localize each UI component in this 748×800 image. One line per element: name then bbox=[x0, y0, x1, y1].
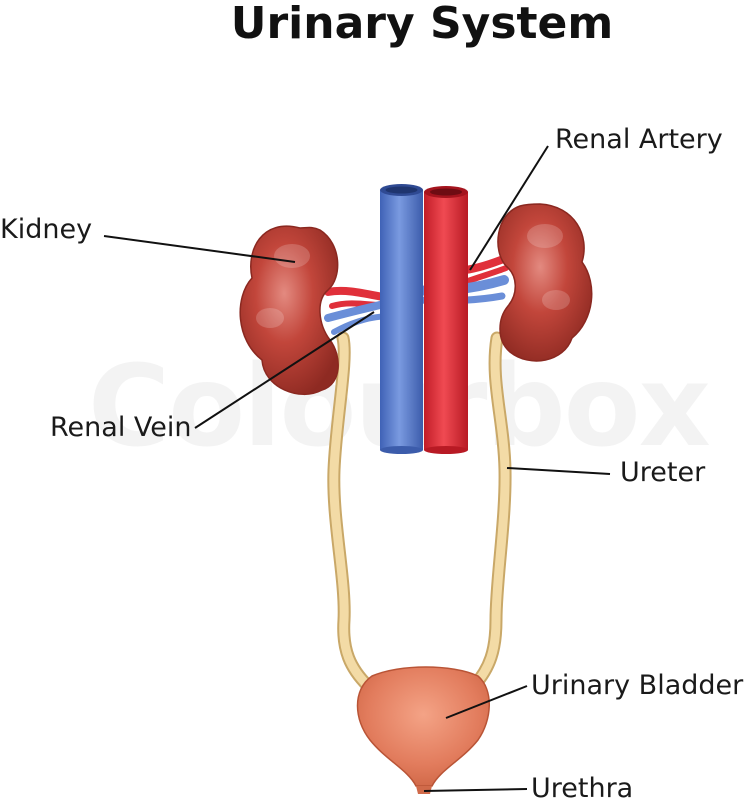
urinary-bladder-leader-line bbox=[445, 685, 528, 719]
label-kidney: Kidney bbox=[0, 214, 92, 245]
urethra-leader-line bbox=[423, 788, 528, 792]
urinary-bladder bbox=[356, 666, 490, 794]
left-ureter-inner bbox=[329, 333, 373, 691]
aorta bbox=[424, 186, 468, 454]
label-renal-vein: Renal Vein bbox=[50, 412, 192, 443]
right-kidney bbox=[497, 203, 593, 362]
ureter-leader-line bbox=[506, 467, 611, 475]
diagram-title: Urinary System bbox=[231, 0, 614, 49]
label-urethra: Urethra bbox=[531, 773, 633, 800]
label-urinary-bladder: Urinary Bladder bbox=[531, 670, 744, 701]
right-ureter-inner bbox=[469, 333, 510, 691]
label-ureter: Ureter bbox=[620, 457, 706, 488]
renal-artery-leader-line bbox=[469, 145, 549, 271]
kidney-leader-line bbox=[103, 235, 296, 263]
label-renal-artery: Renal Artery bbox=[555, 124, 723, 155]
vena-cava bbox=[380, 184, 423, 454]
renal-vein-leader-line bbox=[194, 311, 375, 429]
ureters bbox=[327, 331, 512, 693]
leader-lines bbox=[103, 145, 611, 792]
